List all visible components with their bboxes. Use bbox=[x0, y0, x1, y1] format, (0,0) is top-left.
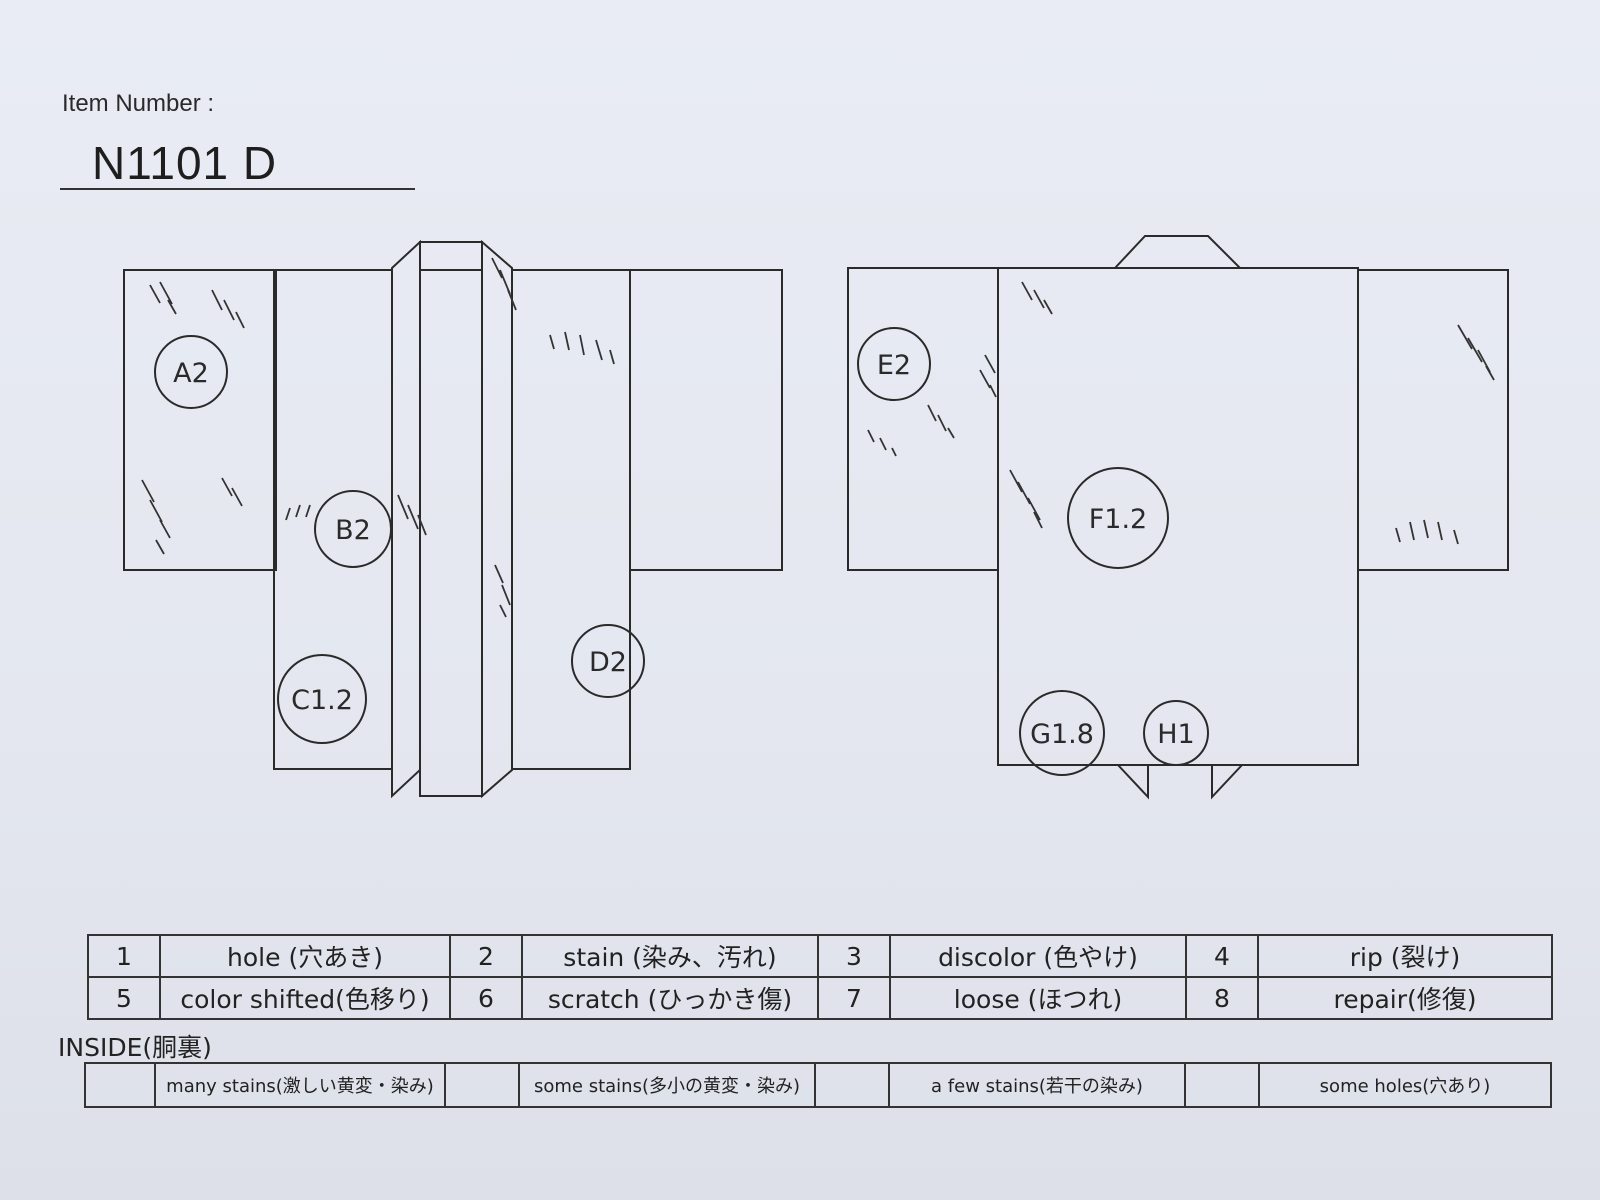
damage-code-d: D2 bbox=[589, 647, 627, 678]
inside-option-label: a few stains(若干の染み) bbox=[888, 1062, 1186, 1108]
legend-number: 4 bbox=[1185, 934, 1259, 978]
legend-number: 6 bbox=[449, 976, 523, 1020]
item-number-label: Item Number : bbox=[62, 90, 215, 117]
legend-row: 1 hole (穴あき) 2 stain (染み、汚れ) 3 discolor … bbox=[87, 934, 1553, 978]
inside-title: INSIDE(胴裏) bbox=[58, 1033, 212, 1062]
kimono-front-outline bbox=[123, 239, 783, 799]
inside-checkbox-many-stains[interactable] bbox=[84, 1062, 156, 1108]
hatch-marks bbox=[141, 257, 1495, 618]
legend-label: repair(修復) bbox=[1257, 976, 1553, 1020]
legend-number: 1 bbox=[87, 934, 161, 978]
damage-code-c: C1.2 bbox=[291, 685, 353, 716]
legend-label: loose (ほつれ) bbox=[889, 976, 1187, 1020]
damage-code-h: H1 bbox=[1157, 719, 1194, 750]
legend-row: 5 color shifted(色移り) 6 scratch (ひっかき傷) 7… bbox=[87, 976, 1553, 1020]
legend-label: discolor (色やけ) bbox=[889, 934, 1187, 978]
inside-option-label: some stains(多小の黄変・染み) bbox=[518, 1062, 816, 1108]
inside-option-label: some holes(穴あり) bbox=[1258, 1062, 1552, 1108]
inside-row: many stains(激しい黄変・染み) some stains(多小の黄変・… bbox=[84, 1062, 1552, 1108]
legend-label: color shifted(色移り) bbox=[159, 976, 451, 1020]
inside-checkbox-few-stains[interactable] bbox=[814, 1062, 890, 1108]
legend-label: hole (穴あき) bbox=[159, 934, 451, 978]
damage-legend-table: 1 hole (穴あき) 2 stain (染み、汚れ) 3 discolor … bbox=[87, 934, 1553, 1020]
legend-number: 5 bbox=[87, 976, 161, 1020]
item-number-value: N1101 D bbox=[92, 137, 278, 189]
inside-option-label: many stains(激しい黄変・染み) bbox=[154, 1062, 446, 1108]
legend-number: 2 bbox=[449, 934, 523, 978]
damage-code-a: A2 bbox=[173, 358, 209, 389]
damage-code-e: E2 bbox=[877, 350, 911, 381]
legend-number: 7 bbox=[817, 976, 891, 1020]
legend-label: rip (裂け) bbox=[1257, 934, 1553, 978]
item-number-underline bbox=[60, 188, 415, 190]
damage-code-g: G1.8 bbox=[1030, 719, 1094, 750]
damage-circles bbox=[154, 327, 1209, 776]
legend-label: stain (染み、汚れ) bbox=[521, 934, 819, 978]
inside-checkbox-some-holes[interactable] bbox=[1184, 1062, 1260, 1108]
kimono-back-outline bbox=[847, 235, 1509, 800]
inside-checkbox-some-stains[interactable] bbox=[444, 1062, 520, 1108]
inside-condition-table: many stains(激しい黄変・染み) some stains(多小の黄変・… bbox=[84, 1062, 1552, 1108]
legend-number: 8 bbox=[1185, 976, 1259, 1020]
legend-label: scratch (ひっかき傷) bbox=[521, 976, 819, 1020]
legend-number: 3 bbox=[817, 934, 891, 978]
damage-code-f: F1.2 bbox=[1089, 504, 1147, 535]
damage-code-b: B2 bbox=[335, 515, 371, 546]
